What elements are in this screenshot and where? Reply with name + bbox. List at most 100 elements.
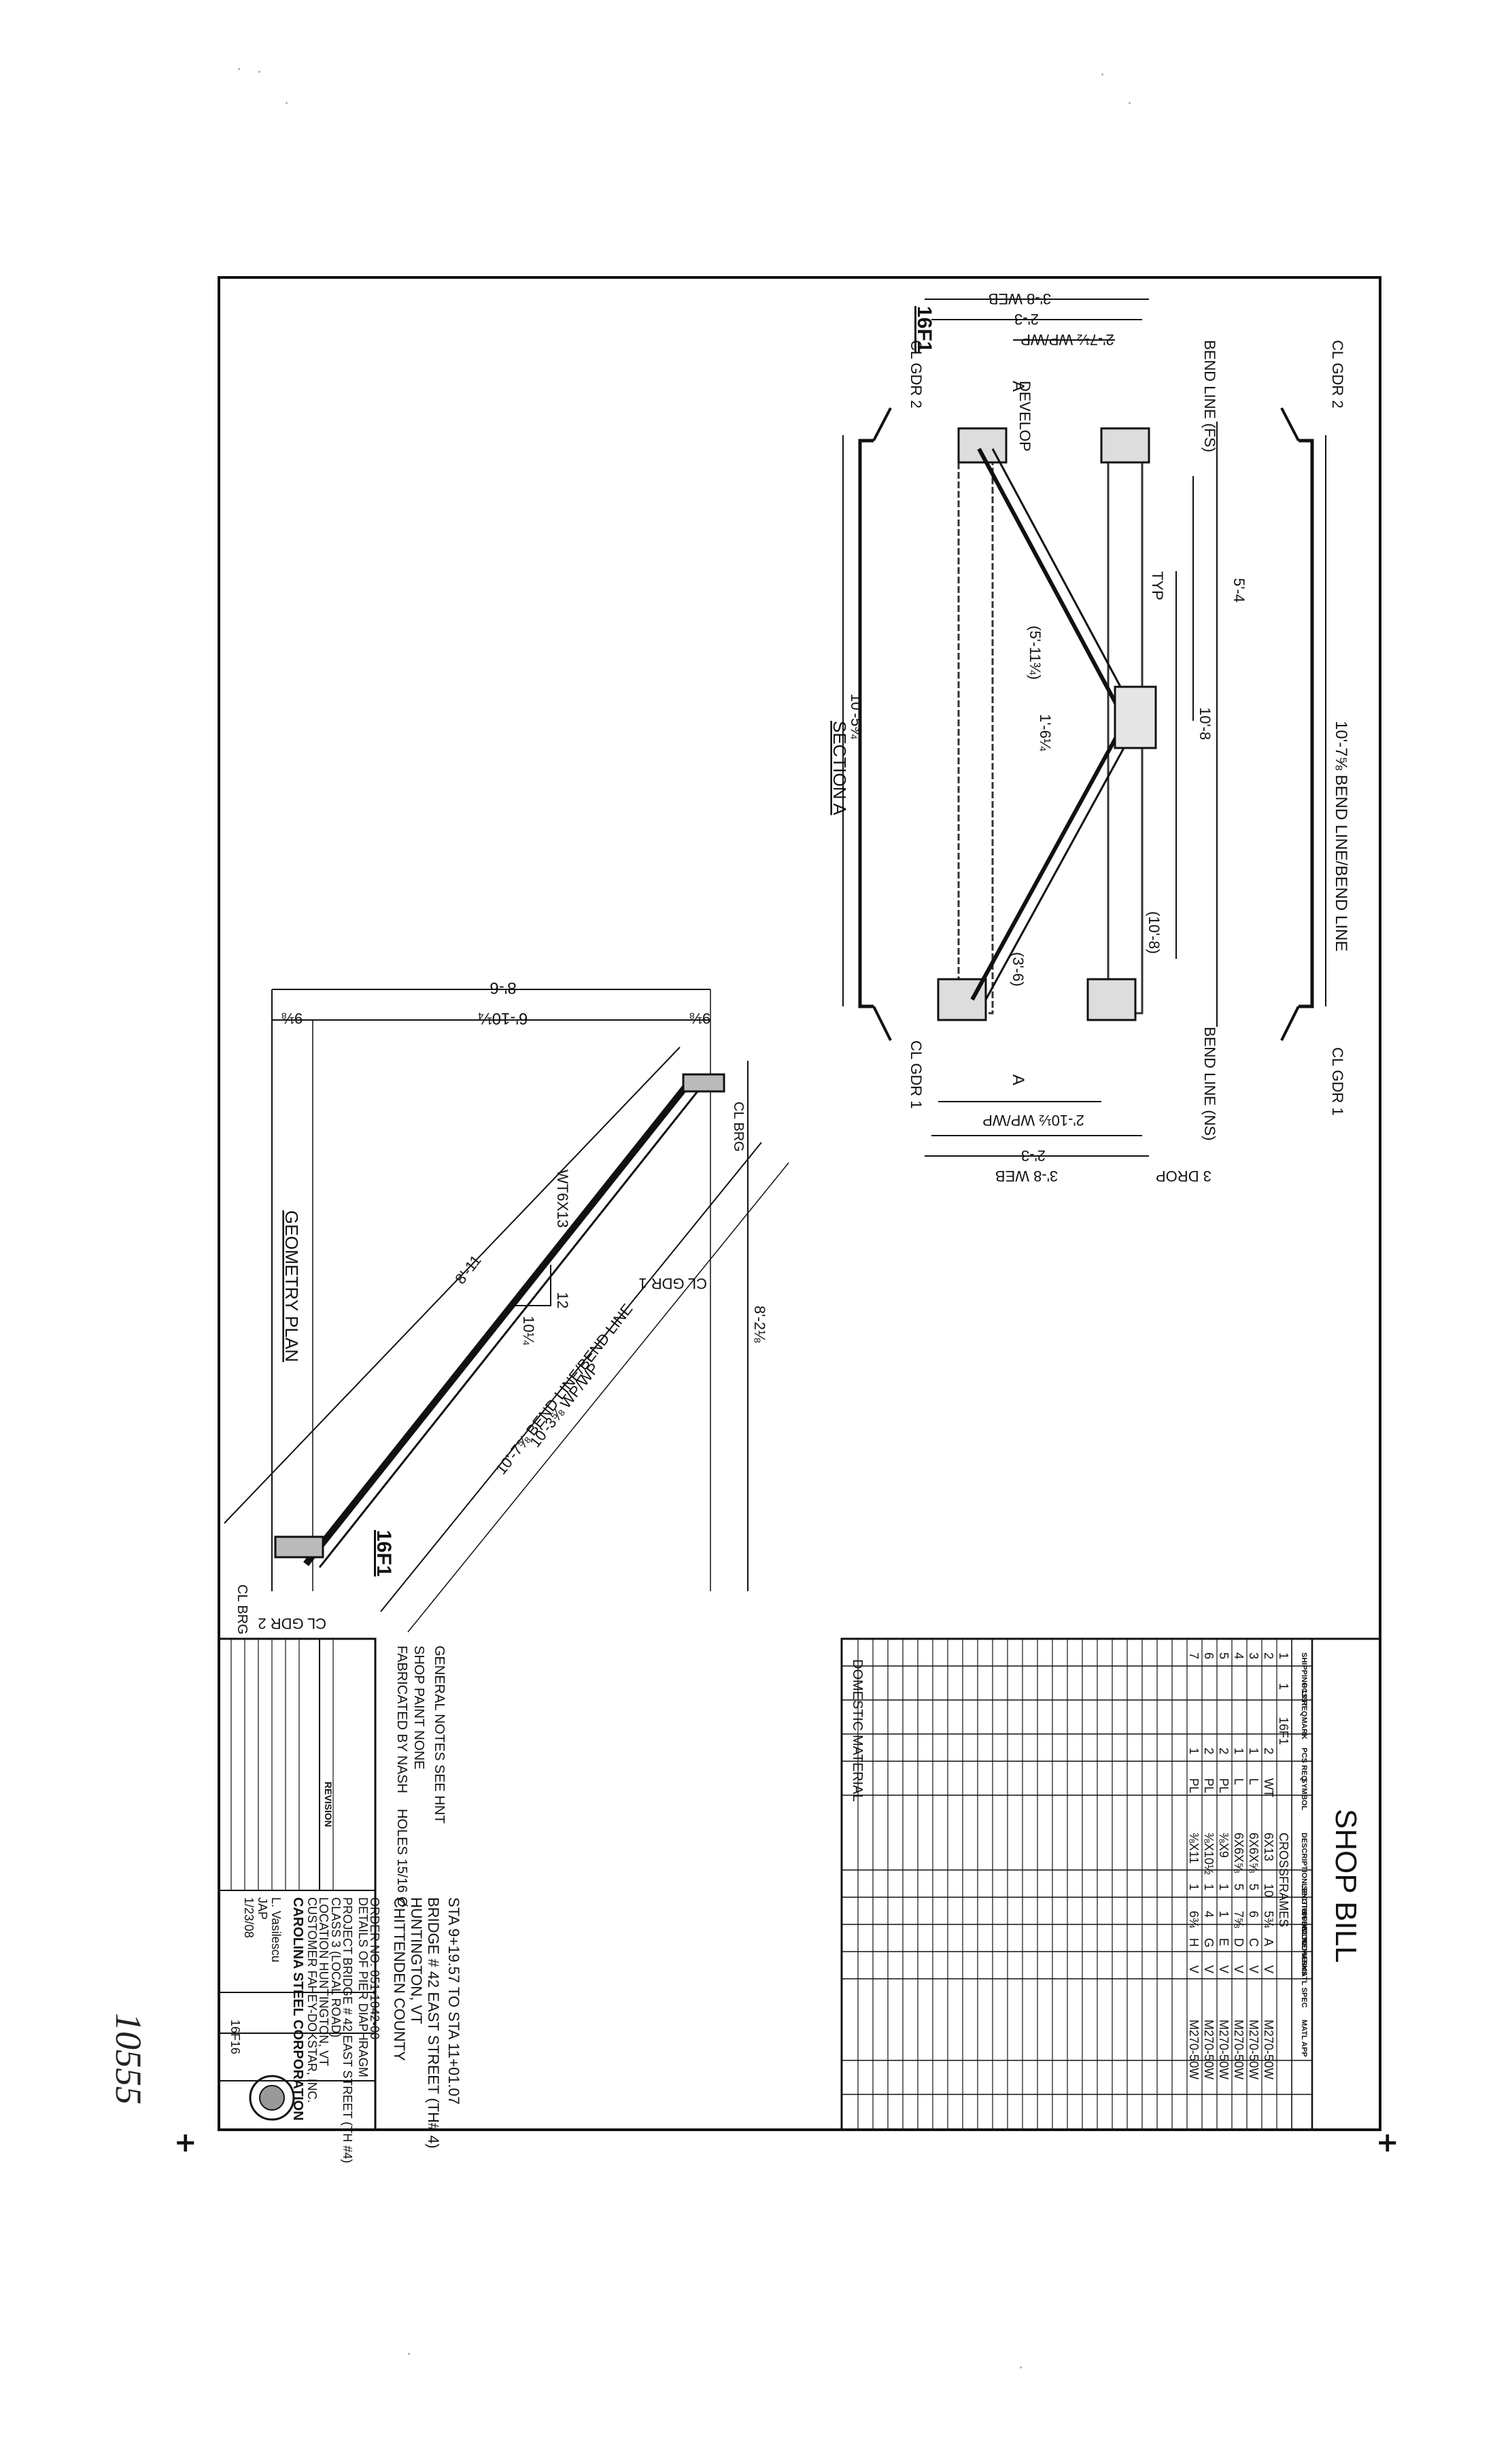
dim-5-11: (5'-11¾) — [1027, 626, 1044, 680]
bill-cell-section: 6X6X⅝ — [1247, 1833, 1260, 1873]
bill-cell-feet: 10 — [1262, 1884, 1275, 1897]
bill-column-header: LENGTH FEET INCHES — [1300, 1884, 1308, 1966]
class: CLASS 3 (LOCAL ROAD) — [329, 1897, 343, 2037]
company-seal — [249, 2075, 295, 2121]
general-notes: GENERAL NOTES SEE HNT — [432, 1646, 447, 1824]
dim-10-8b: (10'-8) — [1146, 911, 1163, 954]
drawn-by: L. Vasilescu — [269, 1897, 283, 1962]
cl-gdr2: CL GDR 2 — [258, 1615, 326, 1632]
bill-column-header: REMARKS — [1300, 1938, 1308, 1976]
company: CAROLINA STEEL CORPORATION — [290, 1897, 305, 2121]
member-label: WT6X13 — [554, 1170, 571, 1228]
bill-cell-rem: V — [1187, 1965, 1201, 1973]
customer: CUSTOMER FAHEY-DOKSTAR, INC. — [305, 1897, 319, 2103]
town: HUNTINGTON, VT — [408, 1897, 425, 2024]
bill-cell-item: 7 — [1187, 1652, 1201, 1659]
bill-cell-symbol: PL — [1217, 1778, 1231, 1793]
bill-cell-spec: M270-50W — [1232, 2020, 1245, 2079]
bill-cell-spec: M270-50W — [1217, 2020, 1231, 2079]
section-a-view: 3'-8 WEB 2'-3 2'-7½ WP/WP DEVELOP 3'-8 W… — [829, 290, 1350, 1185]
bill-cell-spec: M270-50W — [1262, 2020, 1275, 2079]
dim-8-2: 8'-2⅛ — [751, 1306, 768, 1343]
section-a-title: SECTION A — [829, 721, 850, 815]
wp-dim-top: 2'-3 — [1014, 311, 1039, 328]
bill-column-header: MARK — [1300, 1717, 1308, 1739]
bill-cell-rem: V — [1262, 1965, 1275, 1973]
bill-cell-item: 2 — [1262, 1652, 1275, 1659]
dim-10-5: 10'-5¾ — [848, 694, 865, 739]
bill-cell-spec: M270-50W — [1202, 2020, 1216, 2079]
scan-noise — [238, 68, 1131, 2368]
county: CHITTENDEN COUNTY — [391, 1897, 408, 2061]
bill-cell-feet: 1 — [1187, 1884, 1201, 1890]
handwritten-number: 10555 — [108, 2013, 149, 2105]
piece-mark-label: 16F1 — [373, 1530, 395, 1576]
dim-9b: 9⅛ — [689, 1010, 710, 1027]
bill-cell-section: CROSSFRAMES — [1277, 1833, 1290, 1927]
dim-8-6: 8'-6 — [489, 979, 516, 997]
revision-header: REVISION — [323, 1782, 334, 1827]
typ-label: TYP — [1149, 571, 1166, 600]
registration-mark-left: + — [174, 2127, 197, 2158]
bill-cell-mark: 16F1 — [1277, 1717, 1290, 1745]
bill-cell-item: 4 — [1232, 1652, 1245, 1659]
bill-column-header: SHIPPING LIST — [1300, 1652, 1308, 1707]
shop-bill-title: SHOP BILL — [1329, 1809, 1362, 1963]
section-a-marker-bottom: A — [1009, 1074, 1027, 1085]
bill-cell-feet: 1 — [1217, 1884, 1231, 1890]
bill-cell-pcs: 1 — [1277, 1683, 1290, 1690]
bill-cell-rem: V — [1232, 1965, 1245, 1973]
bill-cell-rem: V — [1202, 1965, 1216, 1973]
sta: STA 9+19.57 TO STA 11+01.07 — [445, 1897, 462, 2105]
bill-cell-section: 6X6X⅝ — [1232, 1833, 1245, 1873]
bend-line-ns: BEND LINE (NS) — [1201, 1027, 1218, 1140]
develop-label: DEVELOP — [1016, 381, 1033, 452]
bill-cell-item: 6 — [1202, 1652, 1216, 1659]
bill-cell-sub: C — [1247, 1938, 1260, 1947]
piece-mark-label-top: 16F1 — [913, 306, 935, 352]
dim-5-4: 5'-4 — [1231, 578, 1248, 602]
cl-gdr2-label-right: CL GDR 2 — [1329, 340, 1346, 409]
cl-gdr1-label: CL GDR 1 — [908, 1040, 925, 1109]
bill-cell-pcs2: 1 — [1232, 1748, 1245, 1754]
bill-cell-item: 3 — [1247, 1652, 1260, 1659]
bill-cell-spec: M270-50W — [1187, 2020, 1201, 2079]
bend-line-fs: BEND LINE (FS) — [1201, 340, 1218, 452]
bill-cell-inches: 6 — [1247, 1911, 1260, 1918]
geometry-plan-view: 8'-6 6'-10¼ 9⅛ 9⅛ 8'-2⅛ 8'-11 WT6X13 12 … — [224, 306, 935, 1635]
bill-cell-sub: A — [1262, 1938, 1275, 1946]
dim-3-6: (3'-6) — [1010, 952, 1027, 987]
bill-cell-spec: M270-50W — [1247, 2020, 1260, 2079]
cl-gdr1: CL GDR 1 — [638, 1275, 707, 1292]
bill-cell-symbol: PL — [1187, 1778, 1201, 1793]
location: LOCATION HUNTINGTON, VT — [317, 1897, 330, 2066]
wp-dim: 10'-3⅝ WP/WP — [526, 1360, 602, 1450]
bill-cell-rem: V — [1217, 1965, 1231, 1973]
geometry-plan-title: GEOMETRY PLAN — [281, 1210, 302, 1362]
bill-cell-inches: 5¾ — [1262, 1911, 1275, 1928]
checked-by: JAP — [256, 1897, 269, 1920]
bill-cell-sub: G — [1202, 1938, 1216, 1948]
bill-cell-inches: 1 — [1217, 1911, 1231, 1918]
bill-cell-sub: H — [1187, 1938, 1201, 1947]
bill-cell-sub: D — [1232, 1938, 1245, 1947]
bill-cell-pcs2: 1 — [1187, 1748, 1201, 1754]
dim-10-8: 10'-8 — [1197, 707, 1214, 740]
dim-6-10: 6'-10¼ — [478, 1009, 528, 1027]
dim-1-6: 1'-6¼ — [1037, 714, 1054, 751]
bill-cell-inches: 4 — [1202, 1911, 1216, 1918]
bill-cell-section: ⅜X11 — [1187, 1833, 1201, 1864]
details-of: DETAILS OF PIER DIAPHRAGM — [356, 1897, 370, 2077]
sheet-border — [218, 276, 1381, 2131]
bill-cell-symbol: WT — [1262, 1778, 1275, 1797]
bill-cell-section: 6X13 — [1262, 1833, 1275, 1861]
bill-column-header: SYMBOL — [1300, 1778, 1308, 1810]
bill-column-header: MATL SPEC — [1300, 1965, 1308, 2008]
title-block: REVISION FABRICATED BY NASH SHOP PAINT N… — [218, 1637, 462, 2163]
bill-column-header: MATL APP — [1300, 2020, 1308, 2057]
bill-cell-pcs2: 1 — [1247, 1748, 1260, 1754]
bend-long-dim: 10'-7⅝ BEND LINE/BEND LINE — [1332, 721, 1350, 951]
bill-cell-symbol: L — [1232, 1778, 1245, 1785]
section-a-marker-top: A — [1009, 381, 1027, 392]
